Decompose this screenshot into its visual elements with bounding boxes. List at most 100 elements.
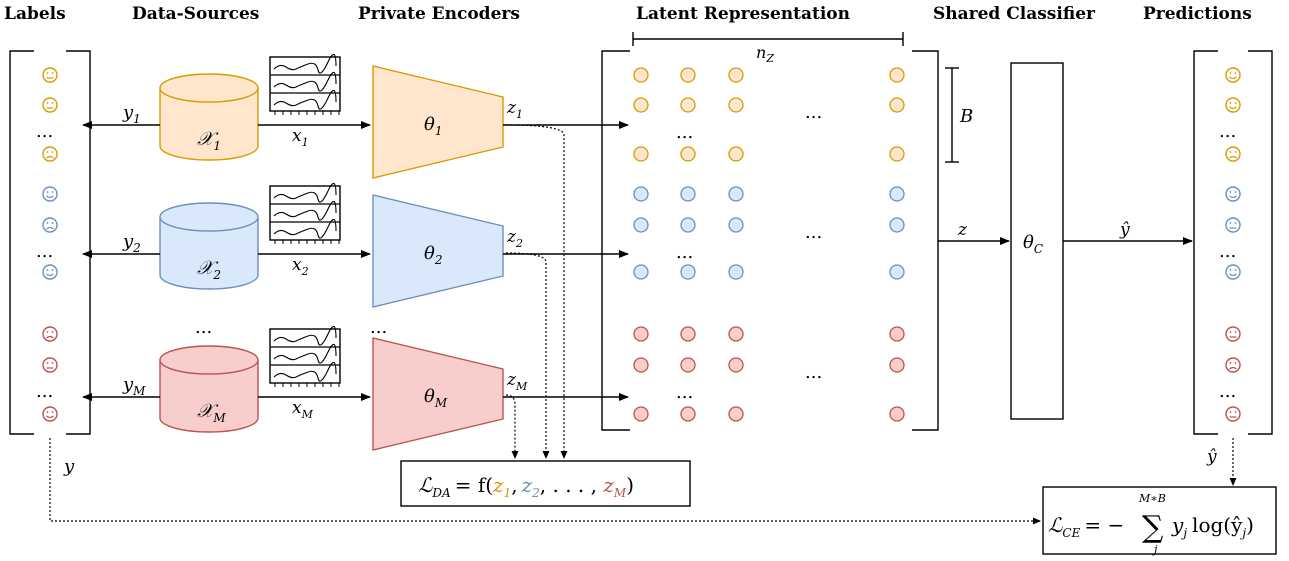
latent-node — [680, 67, 696, 83]
encoder-z-label: z1 — [506, 98, 523, 121]
encoder-theta-label: θ2 — [424, 243, 442, 267]
nz-bracket — [632, 32, 904, 46]
latent-node — [680, 186, 696, 202]
time-series-icon — [269, 328, 341, 384]
smiley-icon — [42, 357, 58, 373]
svg-text:M∗B: M∗B — [1138, 492, 1166, 505]
b-bracket — [945, 67, 959, 163]
latent-node — [889, 186, 905, 202]
encoder-z-label: z2 — [506, 227, 523, 250]
latent-grid: .................. — [633, 67, 905, 422]
smiley-icon — [42, 326, 58, 342]
ellipsis-text: ... — [1219, 121, 1236, 142]
latent-node — [680, 264, 696, 280]
latent-node — [889, 67, 905, 83]
b-label: B — [959, 106, 973, 127]
latent-node — [728, 67, 744, 83]
header-labels: Labels — [4, 4, 66, 24]
smiley-icon — [42, 217, 58, 233]
latent-node — [889, 357, 905, 373]
data-source-cylinder — [159, 88, 259, 161]
label-y: y2 — [122, 231, 141, 255]
latent-node — [728, 326, 744, 342]
predictions-yhat: ŷ — [1206, 447, 1217, 467]
prediction-smileys: ......... — [1219, 67, 1241, 422]
encoder-theta-label: θ1 — [424, 114, 442, 138]
latent-node — [633, 264, 649, 280]
input-x-label: xM — [292, 398, 314, 421]
header-data-sources: Data-Sources — [132, 4, 260, 24]
latent-node — [889, 146, 905, 162]
latent-node — [728, 97, 744, 113]
private-encoder — [372, 337, 504, 451]
ellipsis-text: ... — [36, 381, 53, 402]
svg-text:ℒCE= −: ℒCE= − — [1048, 513, 1124, 540]
data-source-cylinder — [159, 217, 259, 290]
smiley-icon — [42, 186, 58, 202]
latent-node — [633, 146, 649, 162]
latent-node — [889, 264, 905, 280]
header-latent-representation: Latent Representation — [636, 4, 850, 24]
smiley-icon — [1225, 357, 1241, 373]
latent-node — [889, 326, 905, 342]
nz-label: nZ — [756, 43, 774, 65]
data-source-cylinder — [159, 360, 259, 433]
latent-node — [680, 406, 696, 422]
latent-node — [728, 217, 744, 233]
latent-node — [728, 406, 744, 422]
encoder-z-label: zM — [506, 370, 528, 393]
latent-node — [889, 97, 905, 113]
time-series-icon — [269, 185, 341, 241]
latent-node — [728, 146, 744, 162]
latent-node — [633, 357, 649, 373]
labels-bracket — [9, 50, 91, 435]
latent-node — [633, 67, 649, 83]
latent-node — [633, 217, 649, 233]
label-y: yM — [122, 374, 146, 398]
ellipsis-text: ... — [1219, 241, 1236, 262]
ellipsis-text: ... — [676, 382, 693, 403]
theta-c-label: θC — [1023, 232, 1043, 256]
data-source-cylinder-top — [159, 202, 259, 232]
data-source-cylinder-top — [159, 345, 259, 375]
ellipsis-text: ... — [676, 242, 693, 263]
time-series-icon — [269, 56, 341, 112]
loss-ce-box — [1042, 486, 1277, 555]
da-dotted-lines — [505, 124, 568, 459]
smiley-icon — [1225, 146, 1241, 162]
input-x-label: x1 — [292, 126, 309, 149]
smiley-icon — [1225, 406, 1241, 422]
labels-y: y — [63, 456, 75, 477]
smiley-icon — [1225, 217, 1241, 233]
latent-node — [633, 326, 649, 342]
smiley-icon — [1225, 97, 1241, 113]
header-predictions: Predictions — [1143, 4, 1252, 24]
loss-da-formula: ℒDA= f(z1,z2, . . . , zM) — [418, 473, 634, 500]
label-y: y1 — [122, 102, 141, 126]
latent-node — [728, 264, 744, 280]
smiley-icon — [1225, 186, 1241, 202]
predictions-bracket — [1193, 50, 1273, 435]
smiley-icon — [1225, 264, 1241, 280]
latent-node — [680, 217, 696, 233]
data-source-cylinder-top — [159, 73, 259, 103]
header-shared-classifier: Shared Classifier — [933, 4, 1095, 24]
input-x-label: x2 — [292, 255, 309, 278]
ellipsis-text: ... — [805, 222, 822, 243]
latent-node — [633, 406, 649, 422]
svg-text:j: j — [1151, 543, 1158, 556]
yhat-label: ŷ — [1119, 220, 1130, 240]
sources-ellipsis: ... — [195, 317, 212, 338]
latent-node — [680, 97, 696, 113]
encoder-theta-label: θM — [424, 386, 448, 410]
loss-da-box — [400, 460, 691, 507]
smiley-icon — [1225, 326, 1241, 342]
ellipsis-text: ... — [805, 102, 822, 123]
smiley-icon — [42, 146, 58, 162]
header-private-encoders: Private Encoders — [358, 4, 520, 24]
latent-node — [680, 326, 696, 342]
